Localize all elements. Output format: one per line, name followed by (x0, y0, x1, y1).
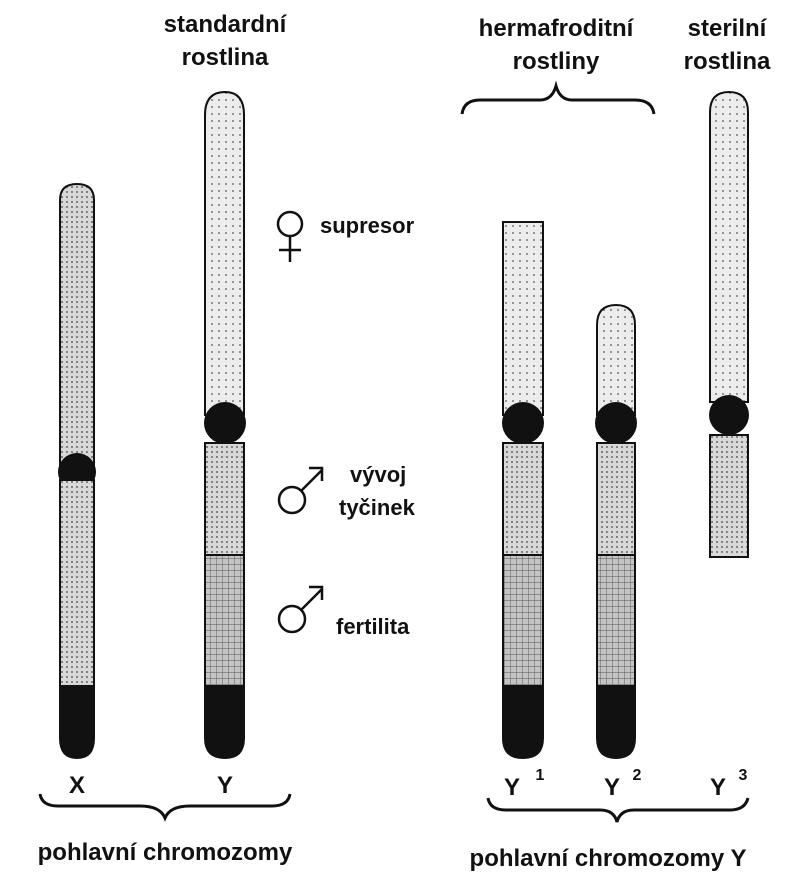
header-standard-line2: rostlina (182, 44, 269, 71)
chromosome-y2 (595, 305, 637, 758)
chromosome-y3 (709, 92, 749, 557)
chromosome-y (204, 92, 246, 758)
label-suppressor: supresor (320, 213, 415, 238)
male-symbol-icon (279, 587, 322, 632)
female-symbol-icon (278, 212, 302, 262)
group-label-sex-chromosomes: pohlavní chromozomy (38, 839, 293, 866)
label-development-line1: vývoj (350, 462, 406, 487)
centromere-y3 (709, 395, 749, 435)
centromere-y2 (595, 402, 637, 444)
chromosome-y1 (502, 222, 544, 758)
label-y2-base: Y (604, 774, 620, 801)
male-symbol-icon (279, 468, 322, 513)
header-sterile-line2: rostlina (684, 48, 771, 75)
label-fertility: fertilita (336, 614, 410, 639)
centromere-y1 (502, 402, 544, 444)
header-hermaphrodite-line1: hermafroditní (479, 15, 635, 42)
group-label-sex-chromosomes-y: pohlavní chromozomy Y (470, 845, 747, 872)
hermaphrodite-brace (462, 86, 654, 114)
header-standard-line1: standardní (164, 11, 288, 38)
label-y2-sup: 2 (633, 767, 642, 784)
label-y1-base: Y (504, 774, 520, 801)
y-chromosomes-brace (488, 798, 748, 822)
centromere-y (204, 402, 246, 444)
header-sterile-line1: sterilní (688, 15, 768, 42)
label-y3-sup: 3 (739, 767, 748, 784)
label-y3-base: Y (710, 774, 726, 801)
label-y1-sup: 1 (536, 767, 545, 784)
label-y: Y (217, 772, 233, 799)
label-development-line2: tyčinek (339, 495, 416, 520)
label-x: X (69, 772, 85, 799)
chromosome-x (58, 184, 96, 758)
header-hermaphrodite-line2: rostliny (513, 48, 600, 75)
